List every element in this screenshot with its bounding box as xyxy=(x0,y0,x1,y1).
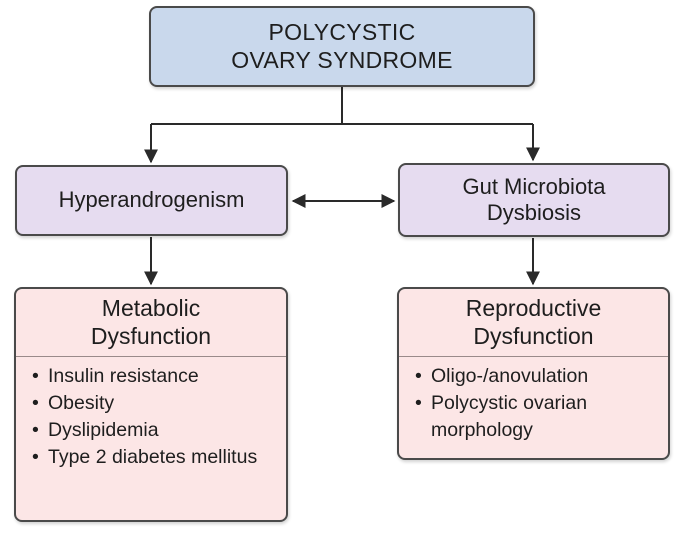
list-item: Type 2 diabetes mellitus xyxy=(32,444,278,471)
reproductive-items-list: Oligo-/anovulation Polycystic ovarian mo… xyxy=(399,357,668,444)
gut-label-line1: Gut Microbiota xyxy=(462,173,606,199)
list-item: Insulin resistance xyxy=(32,363,278,390)
reproductive-title-line2: Dysfunction xyxy=(473,323,594,350)
gut-label-line2: Dysbiosis xyxy=(486,200,582,225)
metabolic-title-line2: Dysfunction xyxy=(90,323,212,350)
metabolic-items-list: Insulin resistance Obesity Dyslipidemia … xyxy=(16,357,286,471)
pcos-title-line2: OVARY SYNDROME xyxy=(231,46,453,73)
list-item: Polycystic ovarian morphology xyxy=(415,390,660,444)
metabolic-title-line1: Metabolic xyxy=(101,295,201,321)
pcos-node: POLYCYSTIC OVARY SYNDROME xyxy=(149,6,535,87)
reproductive-dysfunction-node: Reproductive Dysfunction Oligo-/anovulat… xyxy=(397,287,670,460)
hyperandrogenism-node: Hyperandrogenism xyxy=(15,165,288,236)
list-item: Dyslipidemia xyxy=(32,417,278,444)
hyperandrogenism-label: Hyperandrogenism xyxy=(58,187,245,213)
list-item: Oligo-/anovulation xyxy=(415,363,660,390)
gut-microbiota-dysbiosis-node: Gut Microbiota Dysbiosis xyxy=(398,163,670,237)
list-item: Obesity xyxy=(32,390,278,417)
metabolic-dysfunction-node: Metabolic Dysfunction Insulin resistance… xyxy=(14,287,288,522)
reproductive-dysfunction-title: Reproductive Dysfunction xyxy=(399,289,668,358)
metabolic-dysfunction-title: Metabolic Dysfunction xyxy=(16,289,286,358)
reproductive-title-line1: Reproductive xyxy=(465,295,602,321)
pcos-title-line1: POLYCYSTIC xyxy=(268,18,416,45)
